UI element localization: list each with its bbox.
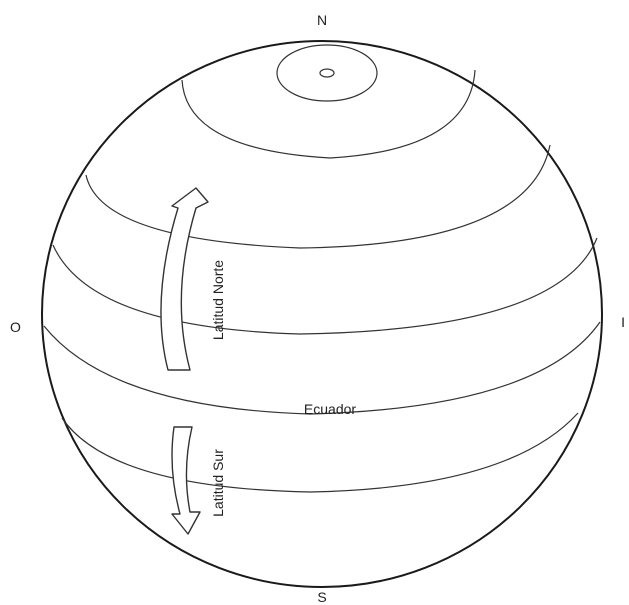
north-pole-marker (320, 69, 334, 77)
globe-outline (42, 41, 602, 587)
north-label: N (317, 12, 327, 28)
parallel-line-5 (62, 413, 578, 492)
east-label: I (621, 314, 625, 330)
parallel-line-3 (53, 238, 597, 334)
polar-circle-inner (277, 45, 377, 101)
north-latitude-arrow-icon (161, 188, 208, 370)
parallel-line-1 (182, 70, 475, 158)
north-latitude-label: Latitud Norte (210, 260, 226, 340)
parallel-line-2 (86, 145, 550, 248)
south-latitude-arrow-icon (172, 427, 200, 534)
equator-label: Ecuador (304, 401, 356, 417)
south-latitude-label: Latitud Sur (210, 449, 226, 517)
west-label: O (10, 319, 21, 335)
south-label: S (317, 589, 326, 605)
